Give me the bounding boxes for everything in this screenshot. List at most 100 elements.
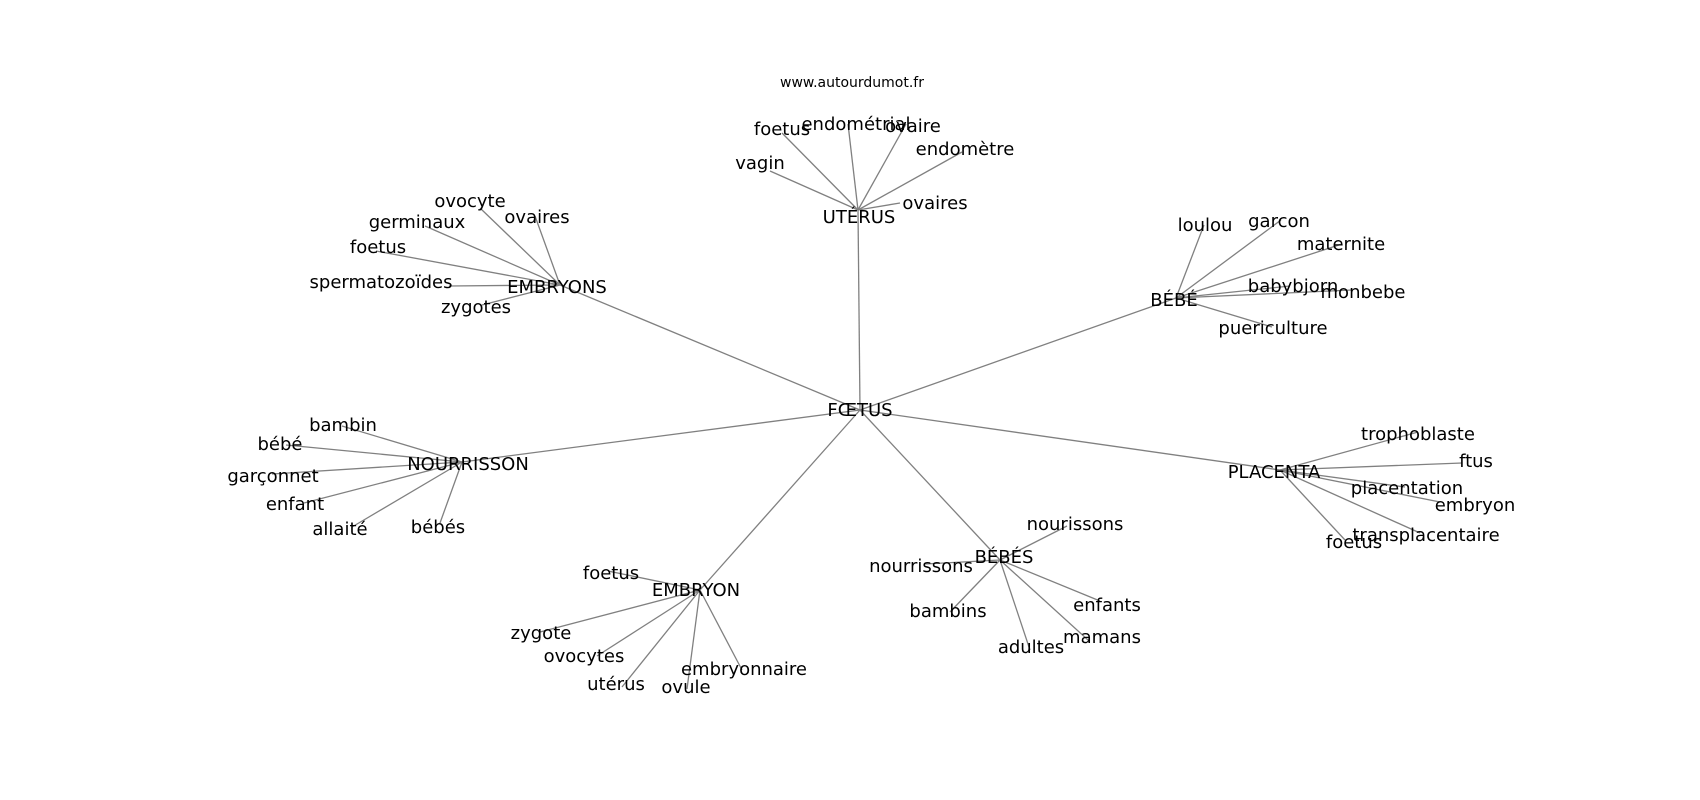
leaf-node-label-uterus-endometrial: endométrial — [801, 114, 910, 135]
edge-center-to-bebe — [859, 297, 1177, 411]
leaf-node-label-bebes-mamans: mamans — [1063, 627, 1141, 648]
leaf-node-label-placenta-ftus: ftus — [1459, 451, 1493, 472]
edge-bebe-to-puericulture — [1175, 297, 1273, 328]
leaf-node-label-bebe-babybjorn: babybjorn — [1248, 276, 1338, 297]
leaf-node-label-embryon-embryonnaire: embryonnaire — [681, 659, 807, 680]
leaf-node-label-bebe-monbebe: monbebe — [1321, 282, 1406, 303]
leaf-node-label-bebe-loulou: loulou — [1178, 215, 1233, 236]
edge-placenta-to-trophoblaste — [1279, 431, 1419, 471]
edge-placenta-to-transplacentaire — [1279, 469, 1421, 534]
edge-bebe-to-babybjorn — [1175, 285, 1291, 299]
edge-embryons-to-germinaux — [424, 225, 561, 286]
leaf-node-label-placenta-placentation: placentation — [1351, 478, 1463, 499]
leaf-node-label-embryon-ovocytes: ovocytes — [544, 646, 625, 667]
leaf-node-label-embryon-uterus: utérus — [587, 674, 645, 695]
leaf-node-label-bebe-garcon: garcon — [1248, 211, 1310, 232]
edge-nourrisson-to-bebe — [285, 444, 463, 463]
edge-embryons-to-zygotes — [481, 284, 561, 306]
edge-nourrisson-to-allaite — [351, 461, 463, 528]
leaf-node-label-bebes-bambins: bambins — [909, 601, 986, 622]
edge-uterus-to-ovaire — [857, 123, 907, 211]
hub-node-label-uterus: UTÉRUS — [823, 206, 896, 228]
hub-node-label-embryons: EMBRYONS — [507, 277, 607, 298]
leaf-node-label-embryons-foetus: foetus — [350, 237, 406, 258]
site-watermark: www.autourdumot.fr — [780, 75, 924, 91]
edge-embryons-to-spermatozoides — [448, 284, 561, 287]
center-node-label: FŒTUS — [827, 400, 892, 421]
leaf-node-label-embryons-spermatozoides: spermatozoïdes — [310, 272, 453, 293]
edge-nourrisson-to-bambin — [341, 425, 463, 463]
edge-bebes-to-nourissons — [999, 525, 1068, 561]
leaf-node-label-nourrisson-bebe: bébé — [258, 434, 303, 455]
leaf-node-label-bebes-nourissons: nourissons — [1027, 514, 1124, 535]
leaf-node-label-embryons-ovaires: ovaires — [504, 207, 569, 228]
leaf-node-label-placenta-trophoblaste: trophoblaste — [1361, 424, 1475, 445]
edge-bebes-to-adultes — [999, 559, 1031, 651]
leaf-node-label-bebe-maternite: maternite — [1297, 234, 1385, 255]
edge-uterus-to-vagin — [769, 170, 859, 211]
edge-embryon-to-ovocytes — [596, 589, 701, 657]
hub-node-label-placenta: PLACENTA — [1228, 462, 1321, 483]
leaf-node-label-bebes-adultes: adultes — [998, 637, 1064, 658]
edge-placenta-to-foetus — [1279, 469, 1346, 541]
leaf-node-label-nourrisson-allaite: allaité — [312, 519, 367, 540]
hub-node-label-bebes: BÉBÉS — [975, 546, 1034, 568]
edge-placenta-to-ftus — [1279, 462, 1463, 471]
graph-edges — [271, 123, 1463, 690]
leaf-node-label-uterus-ovaires: ovaires — [902, 193, 967, 214]
edge-bebes-to-mamans — [999, 559, 1089, 641]
edge-bebes-to-enfants — [999, 559, 1101, 602]
edge-center-to-nourrisson — [461, 409, 861, 463]
hub-node-label-bebe: BÉBÉ — [1150, 289, 1197, 311]
leaf-node-label-uterus-ovaire: ovaire — [885, 116, 941, 137]
leaf-node-label-bebe-puericulture: puericulture — [1218, 318, 1327, 339]
leaf-node-label-uterus-endometre: endomètre — [916, 139, 1015, 160]
leaf-node-label-placenta-embryon: embryon — [1435, 495, 1516, 516]
edge-nourrisson-to-garconnet — [271, 461, 463, 475]
leaf-node-label-uterus-vagin: vagin — [735, 153, 785, 174]
edge-center-to-embryon — [699, 409, 861, 591]
edge-embryons-to-foetus — [375, 250, 561, 286]
edge-bebe-to-monbebe — [1175, 289, 1353, 299]
edge-nourrisson-to-enfant — [303, 461, 463, 504]
edge-placenta-to-placentation — [1279, 469, 1406, 488]
leaf-node-label-embryon-ovule: ovule — [661, 677, 710, 698]
edge-bebes-to-bambins — [949, 559, 1001, 613]
edge-center-to-embryons — [559, 284, 861, 411]
leaf-node-label-embryon-foetus: foetus — [583, 563, 639, 584]
edge-bebe-to-garcon — [1175, 219, 1282, 299]
leaf-node-label-embryons-germinaux: germinaux — [369, 212, 466, 233]
edge-embryon-to-embryonnaire — [699, 589, 743, 671]
edge-embryon-to-zygote — [539, 589, 701, 633]
edge-bebe-to-loulou — [1175, 224, 1205, 299]
leaf-node-label-placenta-foetus: foetus — [1326, 532, 1382, 553]
edge-embryon-to-ovule — [686, 589, 701, 690]
hub-node-label-embryon: EMBRYON — [652, 580, 740, 601]
edge-nourrisson-to-bebes — [439, 461, 463, 524]
leaf-node-label-nourrisson-bambin: bambin — [309, 415, 377, 436]
leaf-node-label-embryons-zygotes: zygotes — [441, 297, 511, 318]
edge-embryons-to-ovaires — [534, 215, 561, 286]
leaf-node-label-embryon-zygote: zygote — [511, 623, 572, 644]
edge-center-to-placenta — [859, 409, 1281, 471]
leaf-node-label-uterus-foetus: foetus — [754, 119, 810, 140]
edge-bebes-to-nourrissons — [924, 559, 1001, 565]
edge-uterus-to-foetus — [781, 132, 859, 211]
leaf-node-label-nourrisson-garconnet: garçonnet — [227, 466, 318, 487]
edge-center-to-bebes — [859, 409, 1001, 561]
edge-embryon-to-foetus — [607, 570, 701, 591]
edge-center-to-uterus — [857, 209, 861, 411]
edge-embryon-to-uterus — [621, 589, 701, 688]
leaf-node-label-bebes-enfants: enfants — [1073, 595, 1141, 616]
edge-placenta-to-embryon — [1279, 469, 1441, 503]
hub-node-label-nourrisson: NOURRISSON — [407, 454, 529, 475]
leaf-node-label-nourrisson-bebes: bébés — [411, 517, 465, 538]
leaf-node-label-nourrisson-enfant: enfant — [266, 494, 324, 515]
edge-uterus-to-endometrial — [847, 123, 859, 211]
graph-labels: FŒTUSUTÉRUSfoetusendométrialovaireendomè… — [227, 114, 1515, 698]
edge-uterus-to-ovaires — [857, 202, 901, 211]
leaf-node-label-embryons-ovocyte: ovocyte — [434, 191, 505, 212]
leaf-node-label-placenta-transplacentaire: transplacentaire — [1352, 525, 1499, 546]
leaf-node-label-bebes-nourrissons: nourrissons — [869, 556, 973, 577]
